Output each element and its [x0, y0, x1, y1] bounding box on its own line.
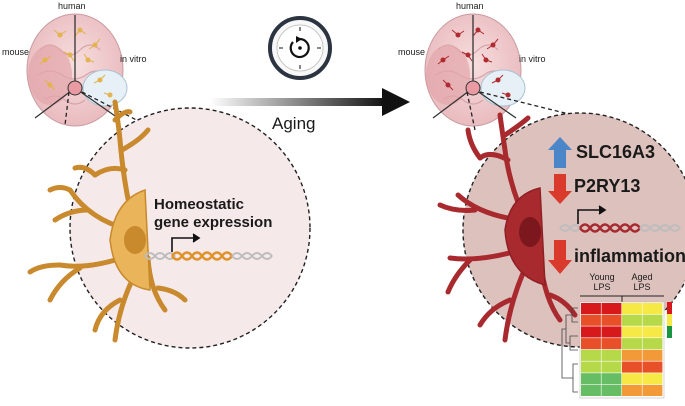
heatmap-cell: [581, 361, 601, 373]
dendrogram: [561, 307, 578, 393]
right-brain-cells: [437, 27, 511, 98]
gene-label-line1: Homeostatic: [154, 196, 245, 213]
heatmap-cell: [622, 326, 642, 338]
heatmap-cell: [601, 384, 622, 396]
dish-region: [82, 69, 128, 107]
heatmap-cells: [581, 303, 663, 396]
aged-microglia-body: [504, 187, 546, 286]
heatmap-cell: [642, 384, 663, 396]
heatmap-cell: [642, 338, 663, 350]
healthy-microglia-body: [109, 188, 151, 291]
marker-slc16a3: SLC16A3: [576, 142, 656, 162]
down-arrow-icon: [548, 174, 572, 204]
zoom-focus-point-right: [465, 80, 481, 96]
left-dna: [144, 251, 273, 261]
gene-expression-label: Homeostatic gene expression: [154, 196, 272, 232]
aging-label: Aging: [272, 114, 316, 133]
heatmap-cell: [601, 361, 622, 373]
heatmap-cell: [581, 303, 601, 315]
right-brain: [424, 13, 526, 127]
heatmap: [561, 295, 672, 399]
mouse-region: [28, 45, 72, 105]
heatmap-cell: [581, 349, 601, 361]
heatmap-cell: [622, 303, 642, 315]
heatmap-cell: [622, 314, 642, 326]
heatmap-cell: [642, 326, 663, 338]
region-dividers-right: [432, 15, 517, 119]
heatmap-cell: [622, 361, 642, 373]
mouse-label: mouse: [2, 47, 30, 57]
heatmap-cell: [581, 338, 601, 350]
left-promoter-arrow: [171, 233, 201, 252]
heatmap-cell: [622, 384, 642, 396]
heatmap-cell: [642, 303, 663, 315]
down-arrow-icon: [548, 240, 572, 274]
heatmap-cell: [601, 326, 622, 338]
aged-header: Aged: [631, 272, 653, 282]
right-promoter-arrow: [577, 205, 607, 224]
heatmap-cell: [642, 314, 663, 326]
right-dna: [559, 223, 681, 233]
heatmap-cell: [642, 349, 663, 361]
aging-arrow: [210, 88, 410, 116]
marker-p2ry13: P2RY13: [574, 176, 641, 196]
marker-inflammation: inflammation: [574, 246, 685, 266]
heatmap-cell: [601, 303, 622, 315]
up-arrow-icon: [548, 137, 572, 168]
in-vitro-label: in vitro: [120, 54, 147, 64]
heatmap-cell: [642, 361, 663, 373]
heatmap-cell: [581, 384, 601, 396]
heatmap-cell: [601, 338, 622, 350]
heatmap-cell: [581, 314, 601, 326]
dish-region-right: [480, 69, 526, 107]
young-sub: LPS: [593, 282, 611, 292]
young-header: Young: [589, 272, 615, 282]
heatmap-cell: [601, 314, 622, 326]
heatmap-header-aged: Aged LPS: [624, 272, 660, 292]
zoom-focus-point: [67, 80, 83, 96]
gene-label-line2: gene expression: [154, 214, 273, 231]
human-label: human: [456, 1, 484, 11]
heatmap-color-scale: [667, 302, 672, 338]
in-vitro-label: in vitro: [519, 54, 546, 64]
left-brain-cells: [39, 27, 113, 98]
heatmap-cell: [622, 338, 642, 350]
heatmap-cell: [601, 349, 622, 361]
aged-sub: LPS: [633, 282, 651, 292]
heatmap-cell: [642, 373, 663, 385]
human-label: human: [58, 1, 86, 11]
left-brain: [26, 13, 128, 127]
heatmap-header-young: Young LPS: [584, 272, 620, 292]
heatmap-cell: [622, 349, 642, 361]
heatmap-cell: [622, 373, 642, 385]
mouse-label: mouse: [398, 47, 426, 57]
clock-icon: [268, 16, 332, 80]
heatmap-cell: [601, 373, 622, 385]
mouse-region-right: [426, 45, 470, 105]
heatmap-cell: [581, 326, 601, 338]
heatmap-cell: [581, 373, 601, 385]
